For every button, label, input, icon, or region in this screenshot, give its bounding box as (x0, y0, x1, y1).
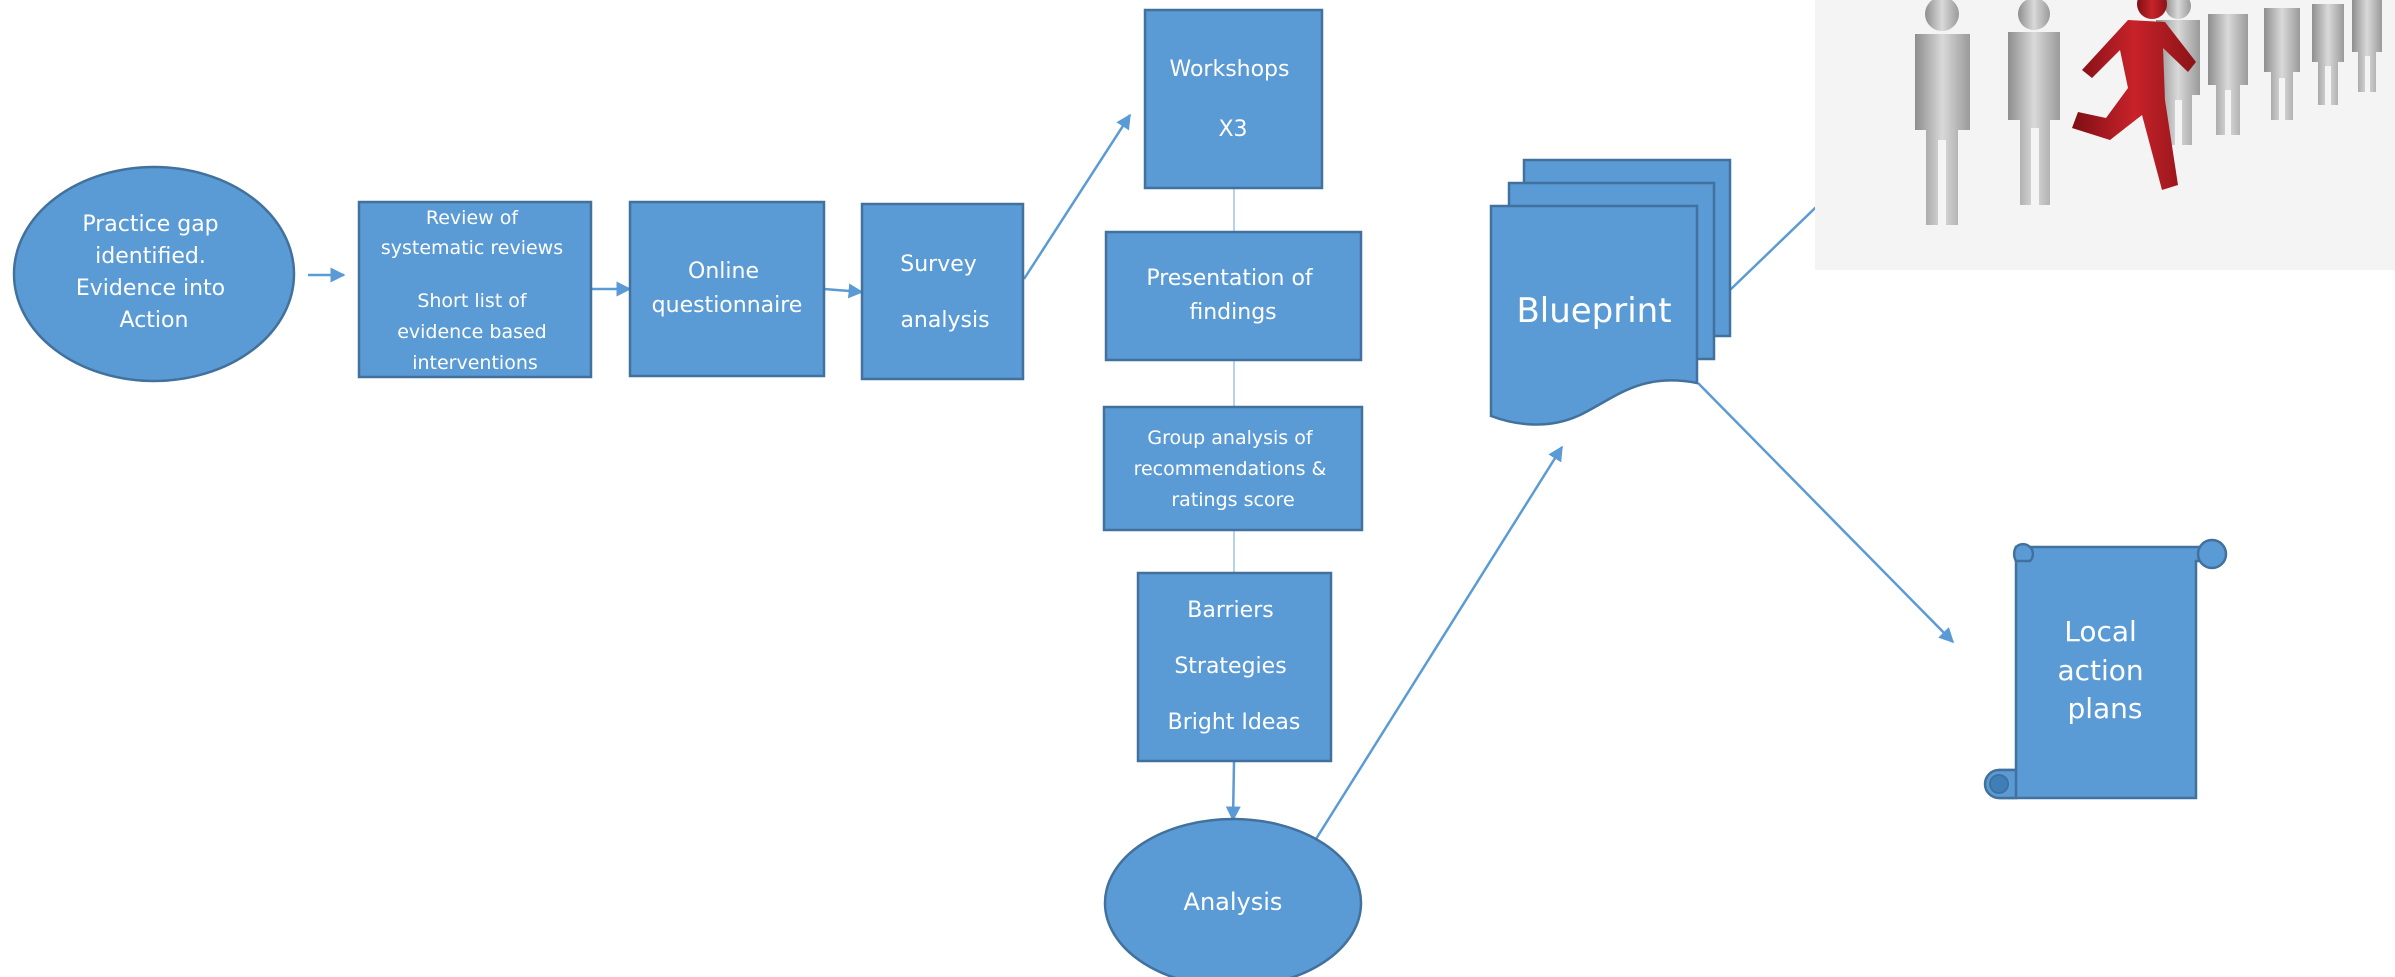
svg-text:Survey analysis: Survey analysis (900, 252, 989, 333)
practice-gap-line-3: Evidence into (76, 276, 225, 301)
grey-figure-icon (2008, 0, 2060, 205)
local-plans-line-2: action (2057, 654, 2143, 687)
practice-gap-line-2: identified. (95, 244, 206, 269)
review-line-4: Short list of (417, 290, 528, 312)
svg-text:Local action plans: Local action plans (2057, 615, 2152, 725)
review-line-2: systematic reviews (381, 237, 563, 259)
workshops-line-3: X3 (1218, 117, 1247, 142)
group-analysis-line-2: recommendations & (1134, 458, 1327, 480)
grey-figure-icon (2312, 4, 2344, 105)
workshops-node: Workshops X3 (1143, 8, 1324, 190)
arrow-analysis-to-blueprint (1314, 445, 1564, 840)
arrow-blueprint-to-local-plans (1697, 382, 1955, 644)
group-analysis-line-1: Group analysis of (1147, 427, 1313, 449)
arrow-questionnaire-to-survey (823, 283, 864, 299)
svg-text:Presentation of findings: Presentation of findings (1146, 266, 1319, 325)
workshops-line-1: Workshops (1169, 57, 1289, 82)
practice-gap-line-1: Practice gap (82, 212, 218, 237)
local-plans-line-3: plans (2067, 692, 2142, 725)
local-action-plans-node: Local action plans (1983, 538, 2228, 800)
presentation-node: Presentation of findings (1104, 230, 1363, 362)
review-node: Review of systematic reviews Short list … (357, 200, 593, 379)
svg-text:Group analysis of recomm: Group analysis of recommendations & rati… (1134, 427, 1333, 511)
arrow-barriers-to-analysis (1225, 761, 1241, 822)
grey-figure-icon (2208, 14, 2248, 135)
presentation-line-1: Presentation of (1146, 266, 1314, 291)
online-questionnaire-node: Online questionnaire (628, 200, 826, 378)
barriers-line-3: Strategies (1174, 654, 1286, 679)
practice-gap-line-4: Action (120, 308, 189, 333)
svg-text:Barriers Strategies: Barriers Strategies Bright Ideas (1168, 598, 1301, 735)
people-queue-red-figure-stepping-out-icon (1815, 0, 2395, 270)
red-figure-icon (2072, 0, 2196, 190)
survey-analysis-node: Survey analysis (860, 202, 1025, 381)
blueprint-node: Blueprint (1489, 158, 1732, 426)
svg-text:Analysis: Analysis (1184, 888, 1283, 916)
review-line-6: interventions (412, 352, 538, 374)
review-line-5: evidence based (397, 321, 547, 343)
analysis-line-1: Analysis (1184, 888, 1283, 916)
local-plans-line-1: Local (2064, 615, 2137, 648)
group-analysis-node: Group analysis of recommendations & rati… (1102, 405, 1364, 532)
grey-figure-icon (2352, 0, 2382, 92)
presentation-line-2: findings (1189, 300, 1276, 325)
review-line-1: Review of (426, 207, 519, 229)
barriers-line-5: Bright Ideas (1168, 710, 1301, 735)
grey-figure-icon (2264, 8, 2300, 120)
group-analysis-line-3: ratings score (1171, 489, 1294, 511)
practice-gap-node: Practice gap identified. Evidence into A… (12, 165, 296, 383)
analysis-node: Analysis (1103, 817, 1363, 977)
survey-line-3: analysis (900, 308, 989, 333)
svg-text:Blueprint: Blueprint (1516, 291, 1671, 331)
barriers-line-1: Barriers (1187, 598, 1273, 623)
questionnaire-line-2: questionnaire (652, 293, 803, 318)
svg-text:Workshops X3: Workshops X3 (1169, 57, 1296, 142)
arrow-survey-to-workshops (1022, 113, 1132, 280)
svg-text:Online questionnaire: Online questionnaire (652, 259, 803, 318)
survey-line-1: Survey (900, 252, 977, 277)
grey-figure-icon (1915, 0, 1970, 225)
svg-text:Review of systematic rev: Review of systematic reviews Short list … (381, 207, 569, 374)
barriers-node: Barriers Strategies Bright Ideas (1136, 571, 1333, 763)
svg-text:Practice gap identified.: Practice gap identified. Evidence into A… (76, 212, 232, 333)
questionnaire-line-1: Online (688, 259, 759, 284)
blueprint-label: Blueprint (1516, 291, 1671, 331)
